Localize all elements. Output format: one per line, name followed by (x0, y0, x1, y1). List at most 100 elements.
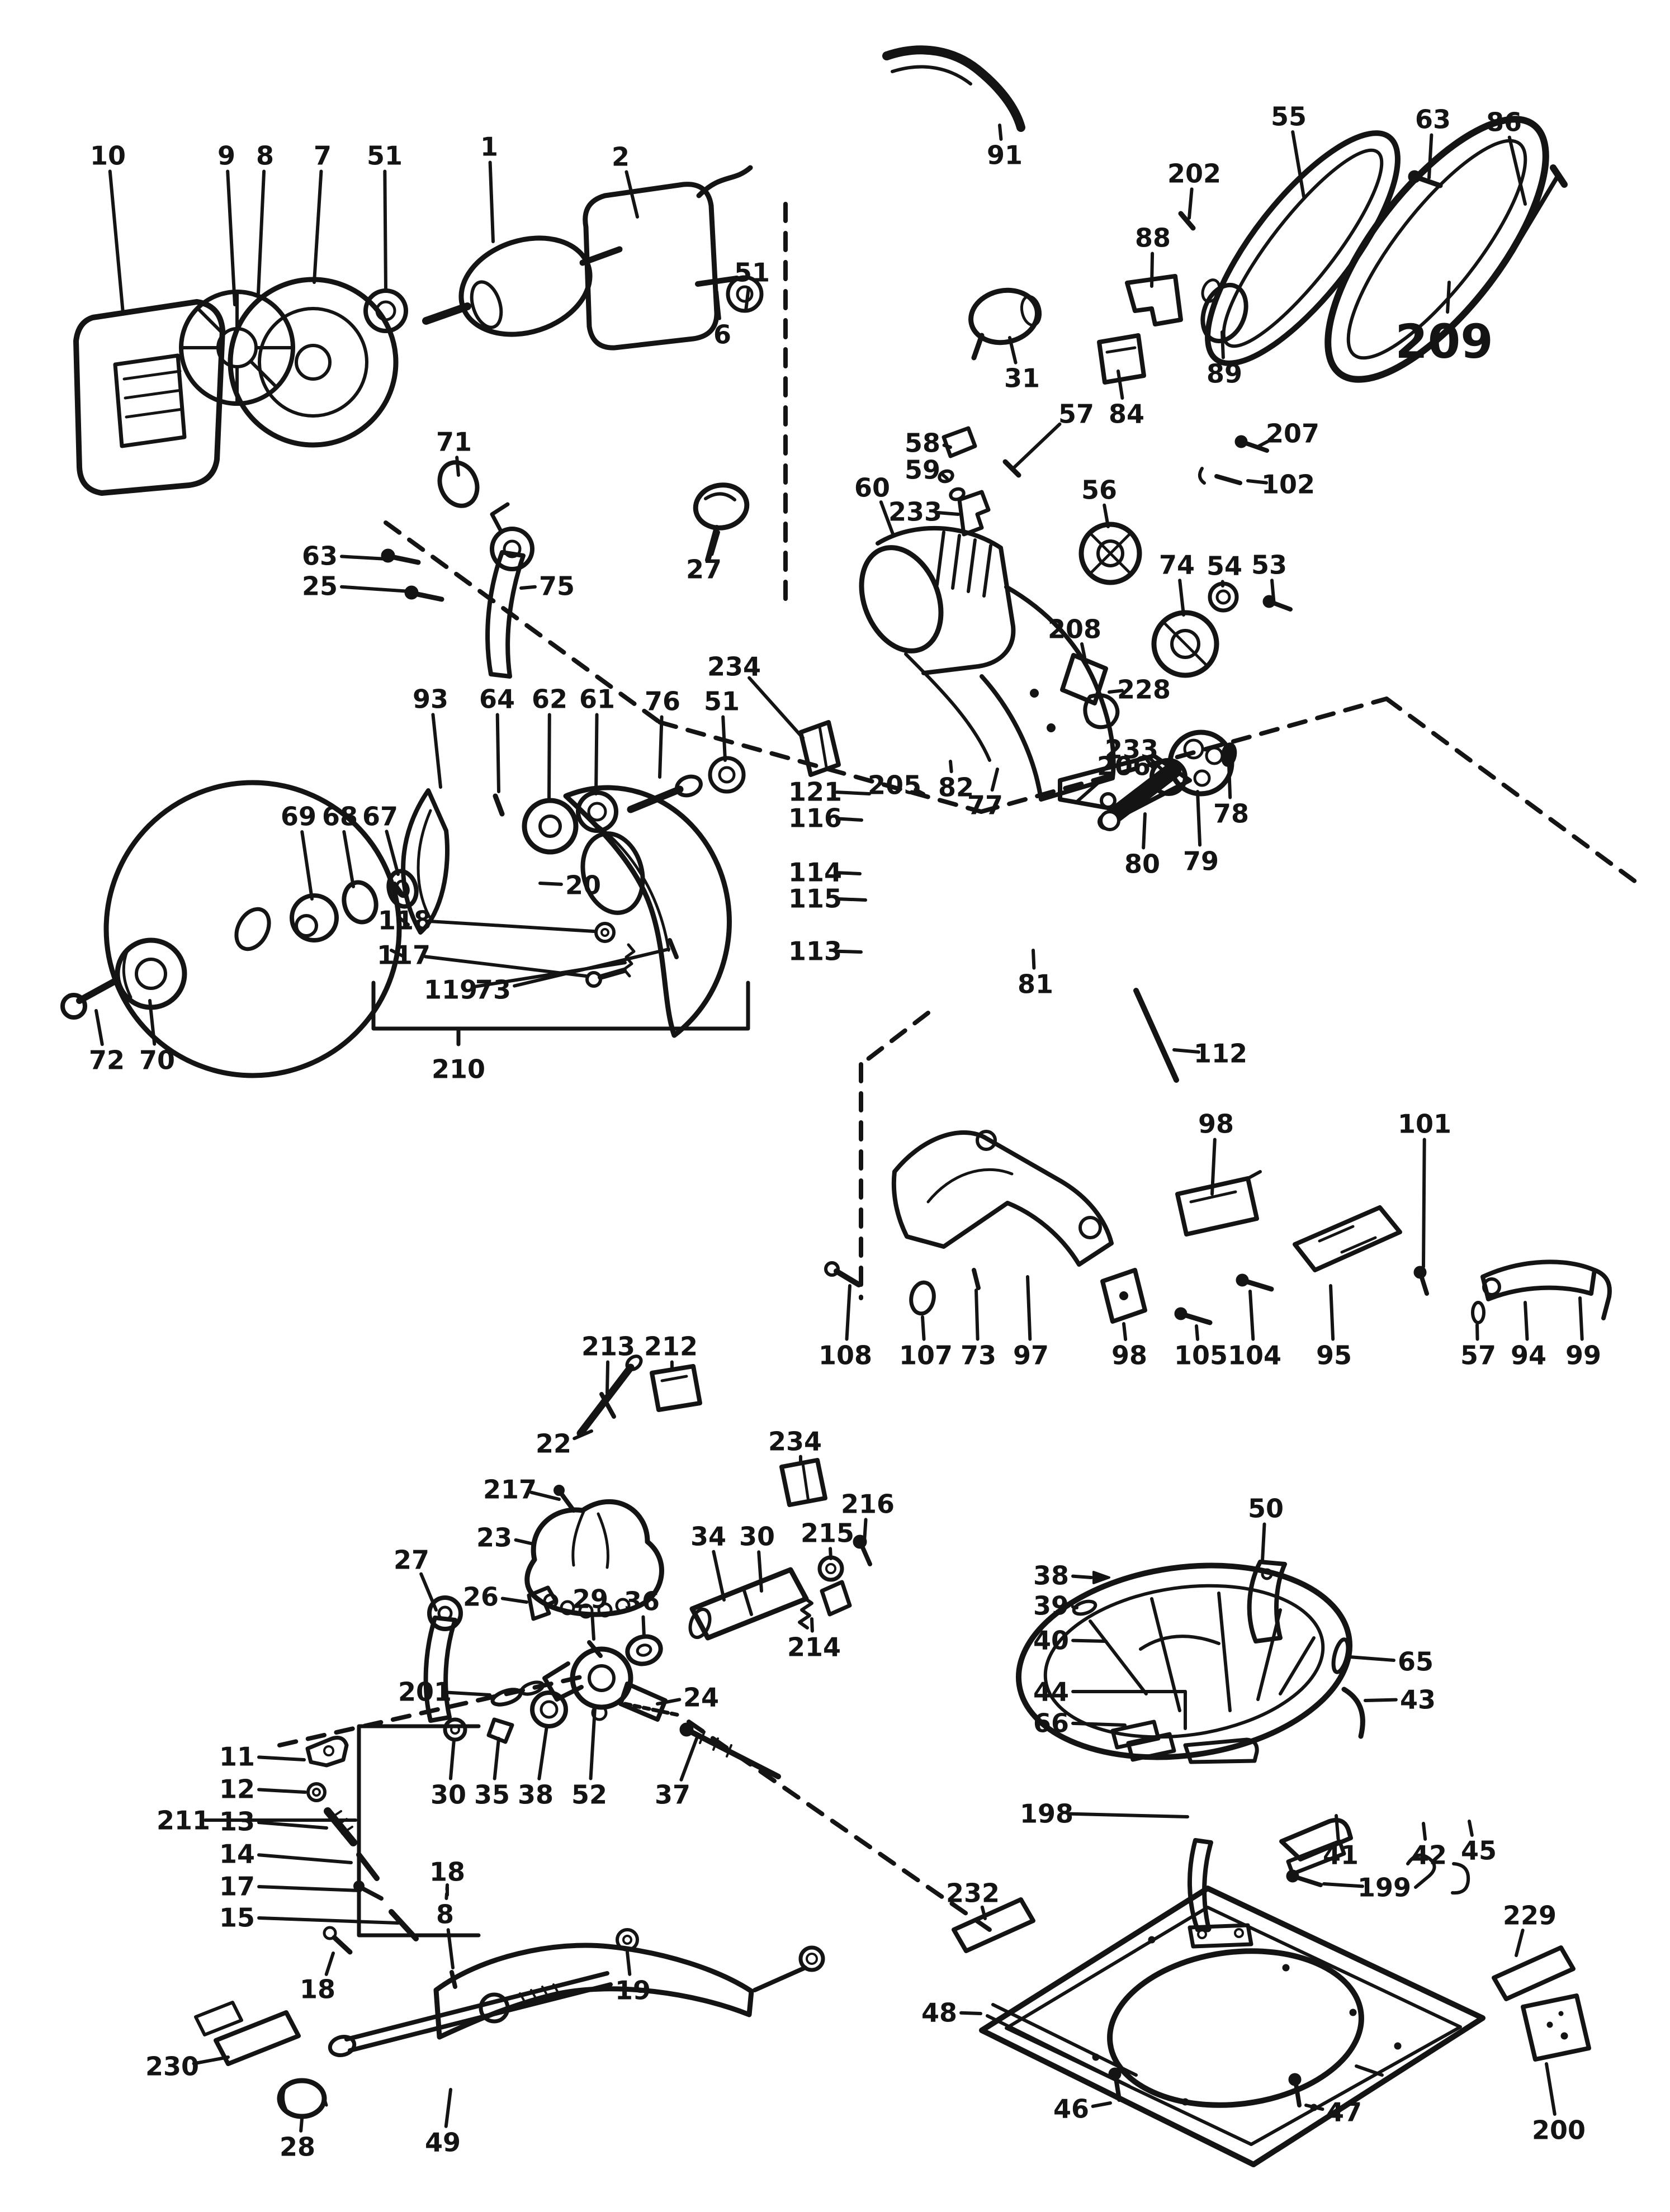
part-label-229: 229 (1503, 1901, 1557, 1931)
part-shape (1214, 474, 1242, 485)
leader-line (625, 170, 639, 219)
part-shape (591, 1704, 608, 1721)
part-shape (1558, 2011, 1564, 2016)
leader-line (605, 1360, 610, 1395)
part-shape (1318, 1225, 1355, 1243)
part-shape (493, 793, 505, 817)
part-label-205: 205 (868, 770, 921, 801)
part-label-55: 55 (1271, 102, 1307, 132)
part-label-46: 46 (1053, 2094, 1089, 2124)
part-shape (1060, 653, 1108, 705)
part-label-30: 30 (739, 1522, 775, 1552)
part-shape (1482, 1277, 1501, 1296)
part-label-80: 80 (1124, 849, 1160, 879)
part-shape (323, 1745, 334, 1756)
part-shape (249, 359, 278, 389)
part-shape (1150, 1597, 1181, 1712)
leader-line (419, 1572, 438, 1612)
part-shape (1188, 1923, 1253, 1949)
part-label-202: 202 (1167, 159, 1221, 189)
part-shape (125, 408, 184, 419)
part-label-102: 102 (1261, 470, 1315, 500)
part-shape (538, 814, 562, 838)
leader-line (998, 124, 1003, 141)
part-shape (1234, 435, 1248, 448)
leader-line (935, 510, 960, 516)
part-shape (1256, 1608, 1282, 1701)
part-shape (522, 798, 579, 855)
part-shape (389, 1909, 419, 1941)
part-shape (417, 809, 432, 918)
leader-line (1142, 812, 1147, 850)
leader-line (385, 830, 400, 876)
part-label-42: 42 (1411, 1840, 1447, 1870)
part-shape (1175, 1176, 1259, 1237)
part-label-18: 18 (429, 1857, 465, 1887)
leader-line (921, 1315, 926, 1341)
leader-line (835, 949, 863, 954)
part-shape (859, 545, 944, 653)
part-label-112: 112 (1194, 1039, 1247, 1069)
part-label-44: 44 (1033, 1677, 1069, 1707)
part-shape (1349, 2009, 1357, 2016)
leader-line (959, 2011, 982, 2015)
leader-line (1074, 774, 1108, 804)
part-shape (1083, 693, 1120, 730)
section-boundary-dash (1384, 697, 1646, 890)
leader-line (257, 1788, 307, 1794)
part-shape (228, 277, 399, 448)
leader-line (1364, 1698, 1398, 1702)
leader-line (488, 160, 495, 243)
part-shape (660, 1375, 688, 1382)
part-label-210: 210 (432, 1054, 485, 1084)
part-shape (636, 1643, 652, 1657)
part-shape (1234, 1928, 1244, 1938)
part-shape (967, 538, 977, 593)
part-label-38: 38 (518, 1780, 553, 1810)
part-shape (320, 2089, 328, 2107)
part-shape (1047, 723, 1056, 732)
part-shape (820, 1580, 852, 1617)
part-shape (323, 1926, 337, 1940)
part-label-91: 91 (987, 140, 1023, 170)
part-shape (1415, 175, 1443, 188)
leader-line (537, 1725, 548, 1780)
leader-line (1071, 1605, 1078, 1609)
part-label-63: 63 (302, 541, 338, 571)
part-label-105: 105 (1174, 1341, 1228, 1371)
part-label-38: 38 (1033, 1561, 1069, 1591)
part-shape (650, 1364, 702, 1412)
part-shape (135, 958, 167, 990)
part-label-7: 7 (314, 141, 332, 171)
part-shape (806, 1953, 818, 1965)
part-shape (693, 482, 750, 530)
part-shape (695, 276, 740, 287)
part-shape (1236, 1273, 1249, 1287)
leader-line (1515, 1929, 1525, 1957)
part-shape (1197, 1929, 1207, 1939)
part-shape (1198, 467, 1206, 485)
part-shape (490, 502, 510, 533)
leader-line (1304, 2104, 1324, 2111)
leader-line (1227, 763, 1232, 799)
part-label-93: 93 (413, 684, 448, 714)
part-shape (742, 1587, 753, 1616)
part-shape (1294, 1875, 1323, 1887)
section-boundary-dash (384, 520, 662, 724)
part-label-40: 40 (1033, 1626, 1069, 1656)
part-shape (1208, 581, 1239, 613)
part-shape (401, 788, 450, 935)
part-label-28: 28 (280, 2132, 315, 2162)
leader-line (712, 1550, 726, 1602)
part-shape (1183, 738, 1204, 760)
leader-line (1578, 1296, 1584, 1341)
part-label-64: 64 (479, 684, 515, 714)
leader-line (1172, 1048, 1201, 1054)
leader-line (1545, 2062, 1557, 2116)
part-shape (1148, 1936, 1156, 1944)
part-shape (1072, 1599, 1097, 1616)
leader-line (500, 1597, 528, 1604)
part-shape (433, 1943, 754, 2040)
part-label-213: 213 (581, 1332, 635, 1362)
part-label-56: 56 (1081, 475, 1117, 505)
